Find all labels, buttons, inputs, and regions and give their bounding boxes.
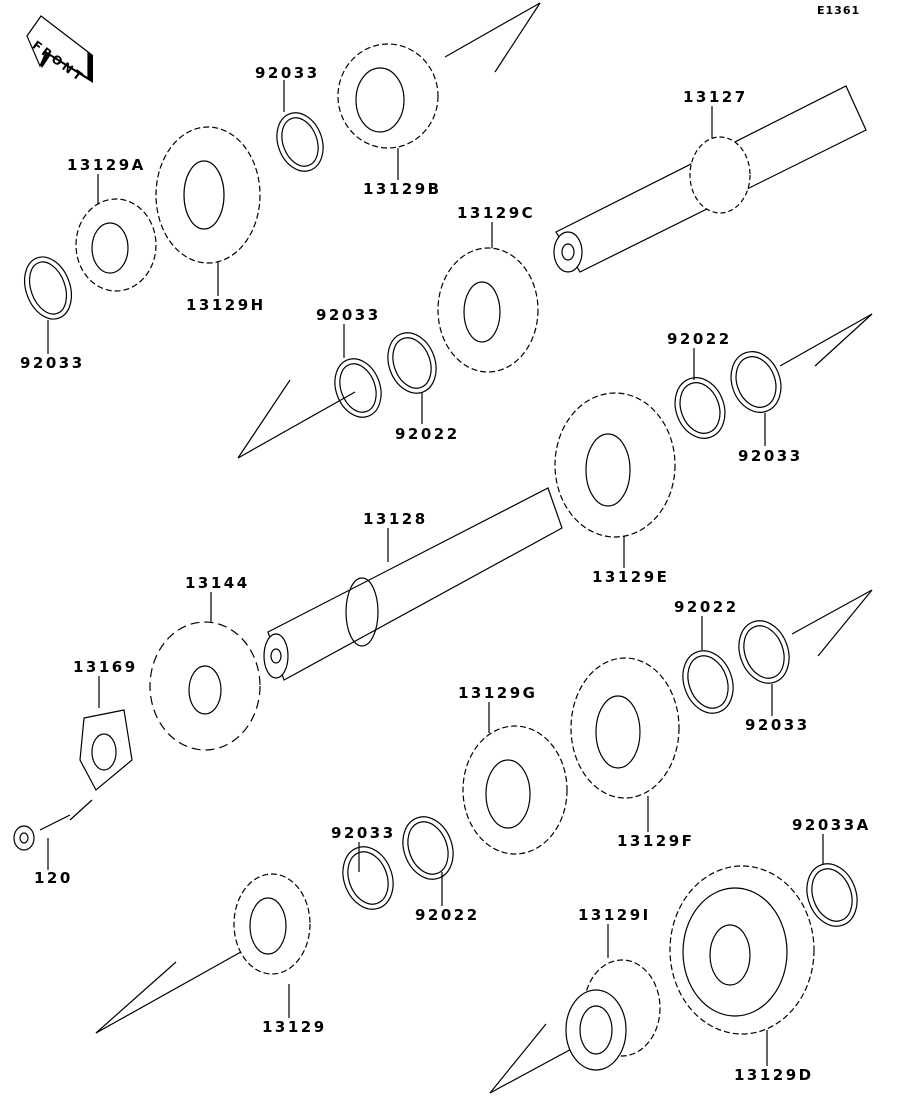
part-label-13129f[interactable]: 13129F xyxy=(617,832,695,850)
gear-13129G xyxy=(462,725,568,855)
part-label-92033[interactable]: 92033 xyxy=(331,824,396,842)
part-label-92033[interactable]: 92033 xyxy=(255,64,320,82)
part-label-13129b[interactable]: 13129B xyxy=(363,180,442,198)
gears xyxy=(75,43,815,1071)
bolt-120 xyxy=(13,814,71,851)
gear-13129F xyxy=(570,657,680,799)
plate-13169 xyxy=(79,709,133,791)
front-arrow-icon xyxy=(26,15,93,83)
part-label-92033[interactable]: 92033 xyxy=(738,447,803,465)
gear-13129B xyxy=(337,43,439,149)
part-label-13129c[interactable]: 13129C xyxy=(457,204,536,222)
part-label-13129a[interactable]: 13129A xyxy=(67,156,146,174)
figure-code: E1361 xyxy=(817,4,861,17)
part-label-92033[interactable]: 92033 xyxy=(316,306,381,324)
part-label-92022[interactable]: 92022 xyxy=(667,330,732,348)
gear-13129 xyxy=(233,873,311,975)
part-label-13129d[interactable]: 13129D xyxy=(734,1066,814,1084)
part-label-13129[interactable]: 13129 xyxy=(262,1018,327,1036)
gear-13129D xyxy=(669,865,815,1035)
gear-13129I xyxy=(565,959,661,1071)
gear-13129A xyxy=(75,198,157,292)
gear-13129H xyxy=(155,126,261,264)
part-label-92033[interactable]: 92033 xyxy=(745,716,810,734)
part-label-120[interactable]: 120 xyxy=(34,869,73,887)
gear-13129E xyxy=(554,392,676,538)
gear-13129C xyxy=(437,247,539,373)
shaft-13128 xyxy=(263,487,563,681)
part-label-13144[interactable]: 13144 xyxy=(185,574,250,592)
part-label-13128[interactable]: 13128 xyxy=(363,510,428,528)
shafts xyxy=(263,85,867,681)
part-label-13129e[interactable]: 13129E xyxy=(592,568,670,586)
part-label-92033a[interactable]: 92033A xyxy=(792,816,871,834)
part-label-13129h[interactable]: 13129H xyxy=(186,296,266,314)
sprocket-13144 xyxy=(149,621,261,751)
part-label-13129g[interactable]: 13129G xyxy=(458,684,538,702)
part-label-13127[interactable]: 13127 xyxy=(683,88,748,106)
part-label-13129i[interactable]: 13129I xyxy=(578,906,651,924)
part-label-92022[interactable]: 92022 xyxy=(674,598,739,616)
part-label-13169[interactable]: 13169 xyxy=(73,658,138,676)
part-label-92022[interactable]: 92022 xyxy=(415,906,480,924)
part-label-92033[interactable]: 92033 xyxy=(20,354,85,372)
shaft-13127 xyxy=(553,85,867,273)
circlip-rings xyxy=(24,112,858,927)
part-label-92022[interactable]: 92022 xyxy=(395,425,460,443)
